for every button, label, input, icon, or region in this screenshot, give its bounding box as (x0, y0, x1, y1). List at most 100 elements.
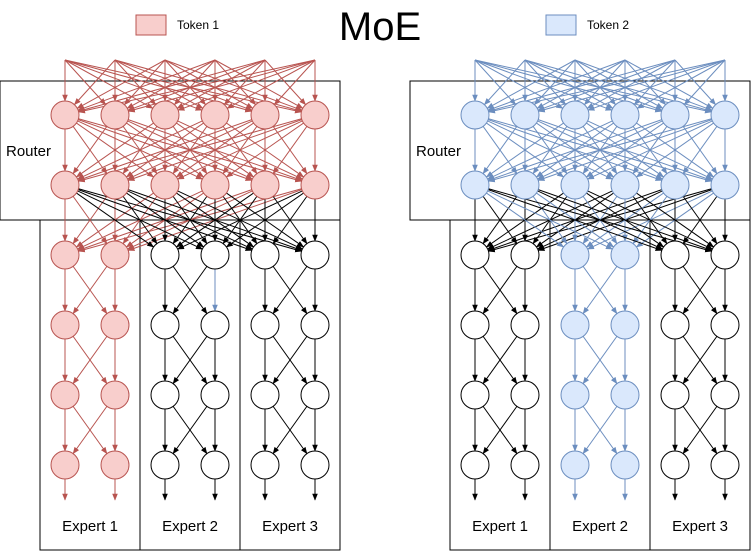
expert-node (560, 240, 590, 270)
expert-node (710, 240, 740, 270)
nodes (50, 100, 330, 480)
input-edge (587, 59, 726, 111)
expert-edge (482, 266, 518, 315)
expert-node (660, 450, 690, 480)
dispatch-edge (538, 189, 713, 251)
router-node (100, 100, 130, 130)
expert-node (610, 310, 640, 340)
expert-label-1: Expert 1 (62, 518, 118, 535)
input-edge (177, 59, 316, 111)
expert-node (710, 310, 740, 340)
router-edge (77, 120, 203, 180)
dispatch-edge (272, 196, 308, 245)
expert-node (560, 380, 590, 410)
expert-node (50, 240, 80, 270)
expert-node (100, 240, 130, 270)
router-node (610, 170, 640, 200)
expert-edge (72, 406, 108, 455)
expert-label-1: Expert 1 (472, 518, 528, 535)
expert-node (460, 310, 490, 340)
input-edge (524, 59, 663, 111)
expert-node (200, 310, 230, 340)
router-edge (487, 119, 662, 181)
router-edge (177, 120, 303, 180)
expert-node (510, 310, 540, 340)
router-node (200, 100, 230, 130)
router-edge (72, 126, 108, 175)
router-edge (635, 122, 714, 178)
input-edge (76, 59, 166, 109)
expert-node (660, 310, 690, 340)
input-edge (487, 59, 626, 111)
input-edge (633, 59, 676, 106)
dispatch-edge (487, 190, 613, 250)
input-edge (524, 59, 614, 109)
dispatch-edge (636, 192, 715, 248)
expert-node (610, 380, 640, 410)
input-edge (486, 59, 576, 109)
expert-node (250, 450, 280, 480)
router-edge (587, 120, 713, 180)
expert-node (100, 310, 130, 340)
router-edge (77, 119, 252, 181)
expert-node (510, 240, 540, 270)
dispatch-edge (682, 196, 718, 245)
expert-node (50, 450, 80, 480)
input-edge (73, 59, 116, 106)
input-edge (126, 59, 216, 109)
expert-node (460, 450, 490, 480)
input-edge (624, 59, 714, 109)
dispatch-edge (76, 192, 155, 248)
router-edge (127, 119, 302, 181)
input-edge (273, 59, 316, 106)
expert-edge (582, 406, 618, 455)
expert-node (460, 240, 490, 270)
input-edge (64, 59, 107, 106)
input-edge (536, 59, 626, 109)
input-edge (127, 59, 266, 111)
expert-edge (482, 406, 518, 455)
input-edge (574, 59, 664, 109)
expert-edge (482, 336, 518, 385)
dispatch-edge (488, 189, 663, 251)
expert-node (100, 450, 130, 480)
router-edge (682, 126, 718, 175)
legend-label-token2: Token 2 (587, 18, 629, 32)
expert-edge (582, 336, 618, 385)
expert-label-2: Expert 2 (162, 518, 218, 535)
input-edge (114, 59, 253, 111)
expert-edge (72, 266, 108, 315)
input-edge (226, 59, 316, 109)
input-edge (524, 59, 567, 106)
input-edge (77, 59, 216, 111)
router-edge (272, 126, 308, 175)
router-node (200, 170, 230, 200)
expert-label-3: Expert 3 (672, 518, 728, 535)
expert-edge (72, 336, 108, 385)
expert-label-3: Expert 3 (262, 518, 318, 535)
expert-node (560, 310, 590, 340)
input-edge (636, 59, 726, 109)
router-node (150, 100, 180, 130)
input-edge (114, 59, 157, 106)
expert-node (50, 310, 80, 340)
expert-node (710, 380, 740, 410)
expert-node (100, 380, 130, 410)
dispatch-edge (78, 189, 253, 251)
router-label: Router (416, 143, 461, 160)
expert-edge (272, 406, 308, 455)
router-node (510, 170, 540, 200)
router-node (710, 100, 740, 130)
input-edge (264, 59, 307, 106)
expert-edge (682, 336, 718, 385)
expert-node (300, 380, 330, 410)
router-node (610, 100, 640, 130)
expert-node (250, 310, 280, 340)
router-node (50, 100, 80, 130)
dispatch-edge (486, 192, 565, 248)
dispatch-edge (72, 196, 108, 245)
input-edge (223, 59, 266, 106)
expert-node (250, 380, 280, 410)
edges (472, 59, 728, 501)
expert-edge (172, 406, 208, 455)
